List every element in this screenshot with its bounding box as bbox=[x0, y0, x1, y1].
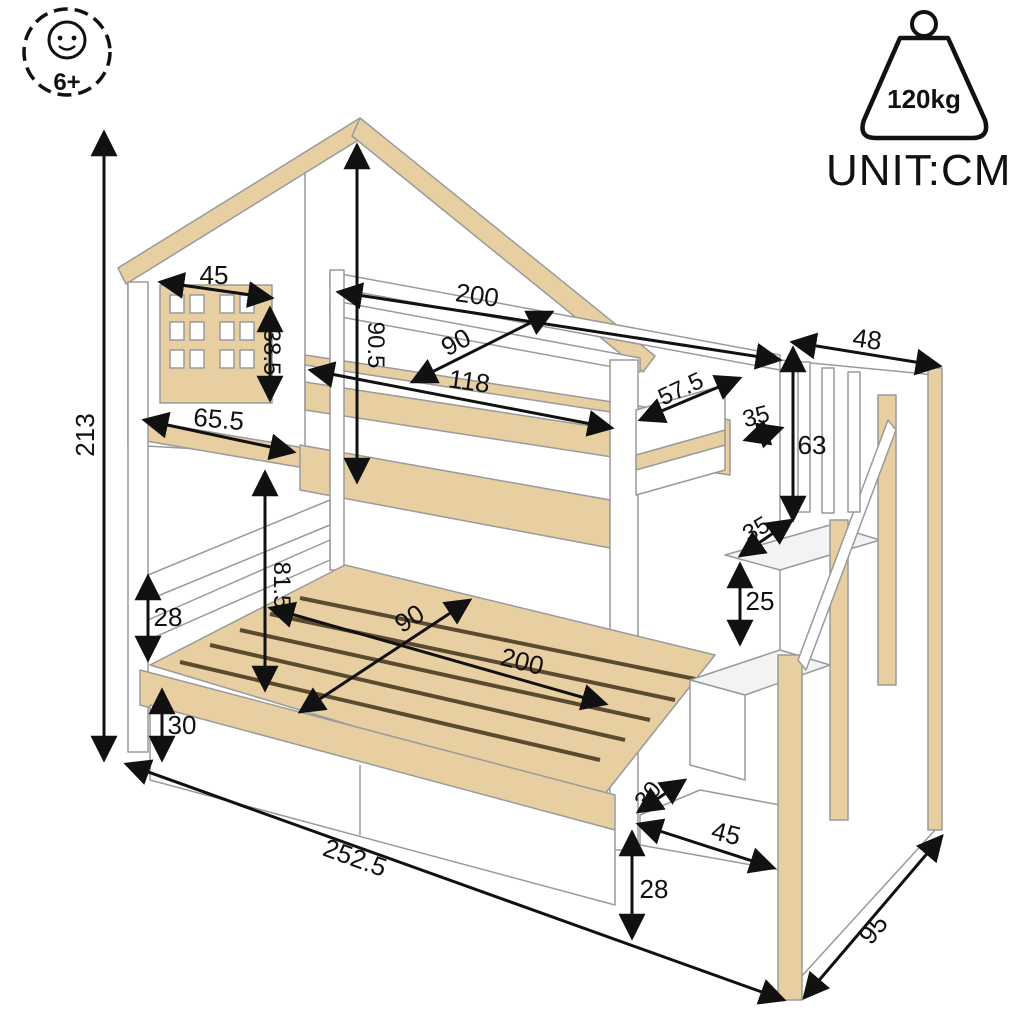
bed-drawing bbox=[117, 117, 943, 1001]
dim-bottom-step-depth: 45 bbox=[709, 815, 744, 851]
dim-window-width: 45 bbox=[200, 260, 229, 290]
weight-badge: 120kg bbox=[860, 10, 989, 141]
stair-step-front bbox=[689, 679, 746, 781]
age-label: 6+ bbox=[53, 69, 80, 96]
dim-bottom-step-height: 28 bbox=[640, 874, 669, 904]
dim-gable-base: 65.5 bbox=[192, 402, 245, 436]
dim-lower-clearance: 81.5 bbox=[268, 562, 295, 609]
dim-stair-rail-height: 63 bbox=[798, 430, 827, 460]
dim-upper-inner: 118 bbox=[447, 363, 492, 398]
weight-icon bbox=[860, 35, 989, 141]
dim-stair-depth: 48 bbox=[851, 322, 884, 356]
stair-front-post bbox=[777, 654, 803, 1001]
stair-back-post bbox=[927, 367, 943, 831]
dim-window-height: 38.5 bbox=[258, 329, 285, 376]
upper-guard-rail bbox=[635, 429, 726, 471]
dim-lower-base-height: 30 bbox=[168, 710, 197, 740]
child-face-icon bbox=[47, 20, 87, 60]
dim-lower-guard-height: 28 bbox=[154, 602, 183, 632]
dim-upper-step-gap: 35 bbox=[740, 400, 773, 433]
unit-label: UNIT:CM bbox=[826, 146, 1012, 195]
dim-stair-step-height: 25 bbox=[746, 586, 775, 616]
dim-total-height: 213 bbox=[70, 413, 100, 456]
dimension-lines bbox=[90, 129, 944, 1005]
back-post bbox=[329, 269, 345, 571]
upper-base-beam bbox=[299, 444, 611, 549]
weight-hook-icon bbox=[910, 10, 938, 38]
dim-upper-length: 200 bbox=[454, 277, 501, 313]
age-badge: 6+ bbox=[22, 7, 112, 97]
dim-upper-headroom: 90.5 bbox=[362, 322, 389, 369]
weight-label: 120kg bbox=[887, 84, 961, 114]
